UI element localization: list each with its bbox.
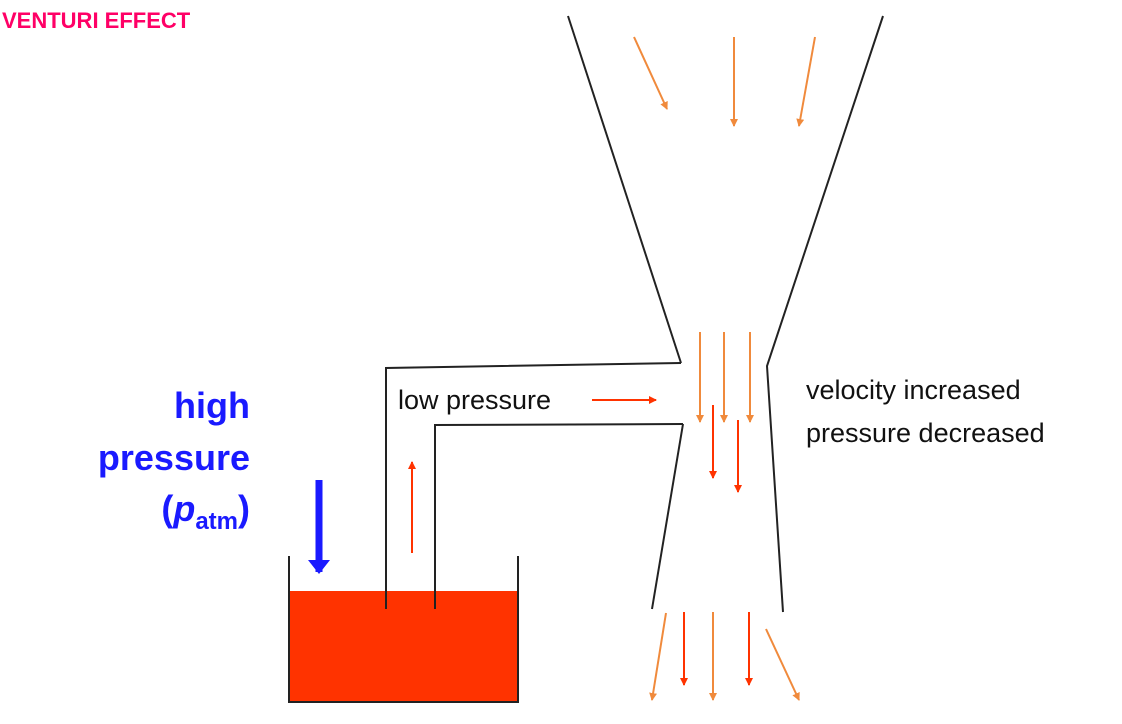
venturi-right-wall	[765, 15, 884, 613]
pressure-label: pressure	[98, 437, 250, 478]
outflow-arrow	[765, 628, 800, 701]
liquid-reservoir	[289, 591, 518, 702]
high-label: high	[174, 385, 250, 426]
suction-tube-outer-wall	[385, 362, 682, 609]
patm-subscript: atm	[195, 508, 238, 535]
velocity-increased-label: velocity increased	[806, 375, 1021, 405]
venturi-left-lower-wall	[651, 423, 684, 610]
beaker-outline	[288, 556, 519, 703]
suction-tube-inner-wall	[434, 423, 684, 609]
low-pressure-label: low pressure	[398, 385, 551, 415]
patm-label: (patm)	[161, 488, 250, 535]
diagram-title: VENTURI EFFECT	[2, 8, 191, 33]
outflow-arrow	[649, 612, 667, 701]
inflow-arrow	[796, 36, 816, 127]
patm-symbol: p	[172, 488, 195, 529]
patm-close: )	[238, 488, 250, 529]
venturi-left-upper-wall	[567, 15, 682, 364]
patm-open: (	[161, 488, 173, 529]
inflow-arrow	[633, 36, 668, 110]
pressure-decreased-label: pressure decreased	[806, 418, 1045, 448]
